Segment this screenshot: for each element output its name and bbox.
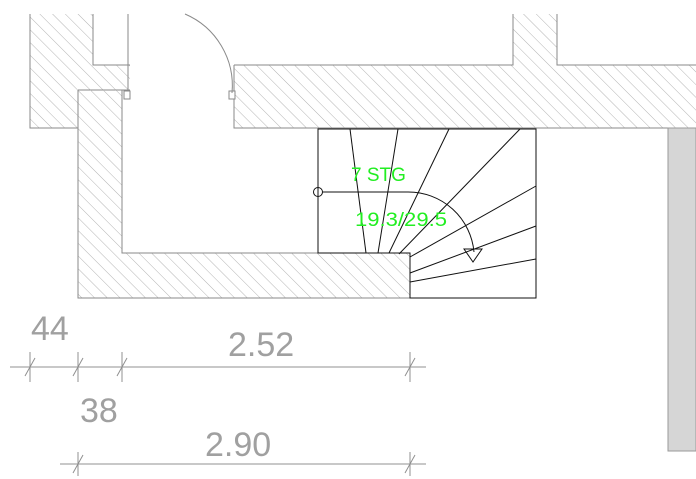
stair-group: 7 STG 19.3/29.5 — [313, 128, 537, 299]
wall-group — [29, 14, 696, 452]
dimension-chain-lower: 38 2.90 — [60, 392, 426, 476]
dimension-value: 44 — [31, 310, 69, 348]
door-swing-arc — [184, 13, 233, 94]
wall-left-bottom — [78, 90, 410, 298]
stair-steps-label: 7 STG — [351, 165, 406, 186]
walkline-arrow-icon — [463, 248, 483, 263]
dimension-value: 2.90 — [205, 426, 271, 464]
wall-top-left — [30, 14, 130, 128]
stair-tread — [349, 128, 367, 254]
door-group — [123, 13, 236, 100]
dimension-chain-upper: 44 2.52 — [10, 310, 426, 382]
column-right — [667, 127, 696, 452]
stair-tread — [398, 128, 521, 255]
stair-outline — [317, 128, 537, 299]
dimension-value: 2.52 — [228, 326, 294, 364]
door-jamb-left — [123, 90, 131, 100]
stair-tread — [409, 258, 537, 283]
walkline-path — [322, 191, 475, 253]
stair-ratio-label: 19.3/29.5 — [355, 210, 447, 231]
stair-tread — [409, 185, 537, 258]
stair-tread — [377, 128, 399, 254]
wall-top-right — [234, 14, 696, 128]
wall-top-right-edge — [233, 14, 696, 129]
stair-tread — [388, 128, 450, 254]
dimension-value: 38 — [80, 392, 118, 430]
